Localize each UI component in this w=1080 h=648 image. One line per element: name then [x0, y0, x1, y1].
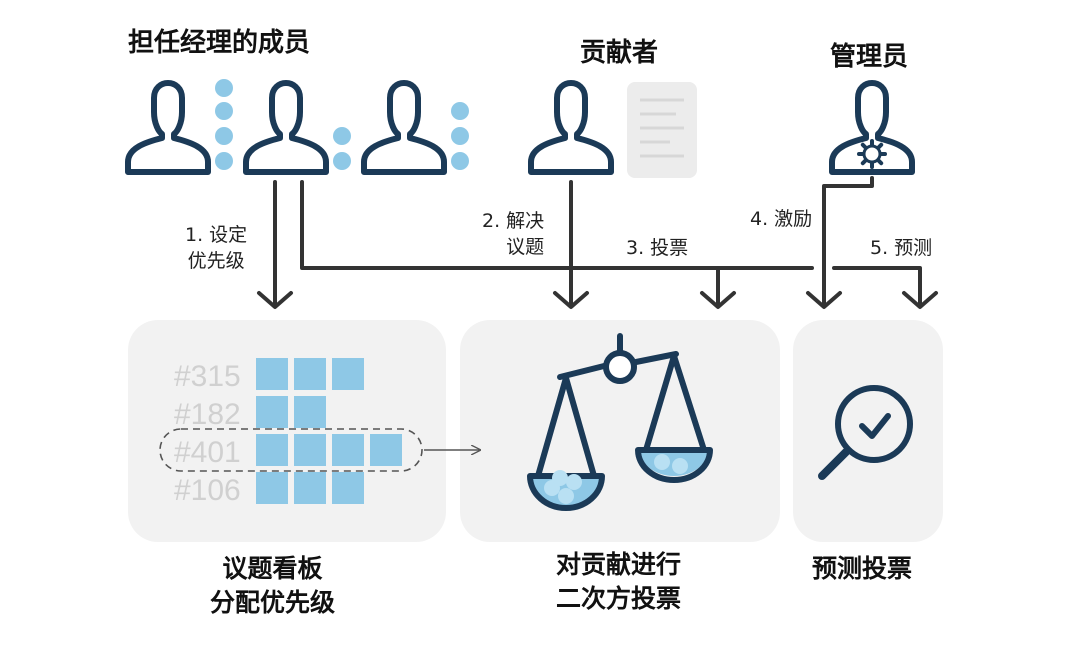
accent-dot — [451, 152, 469, 170]
accent-dot — [215, 79, 233, 97]
board-caption: 议题看板 分配优先级 — [210, 552, 335, 620]
issue-board-panel — [128, 320, 446, 542]
step-4-arrowhead — [806, 291, 842, 309]
coin — [654, 454, 670, 470]
step-5-label: 5. 预测 — [870, 237, 933, 259]
step-3-label: 3. 投票 — [626, 237, 689, 259]
contributor-label: 贡献者 — [580, 38, 659, 68]
document-icon — [627, 82, 697, 178]
priority-block — [332, 358, 364, 390]
manager-person-icon — [125, 80, 211, 175]
priority-block — [332, 472, 364, 504]
manager-vote-connector — [300, 180, 814, 270]
step-5-arrowhead — [902, 291, 938, 309]
balance-scale-icon — [527, 333, 713, 511]
step-4-label: 4. 激励 — [750, 208, 813, 230]
coin — [558, 488, 574, 504]
step-5-connector — [832, 266, 922, 307]
accent-dot — [451, 127, 469, 145]
magnifier-check-icon — [818, 385, 913, 480]
accent-dot — [215, 152, 233, 170]
predict-caption: 预测投票 — [812, 554, 913, 583]
step-1-label: 1. 设定 优先级 — [185, 222, 248, 274]
issue-id-label: #401 — [174, 436, 241, 469]
priority-block — [256, 434, 288, 466]
priority-block — [294, 358, 326, 390]
contributor-person-icon — [528, 80, 614, 175]
coin — [672, 458, 688, 474]
issue-id-label: #106 — [174, 474, 241, 507]
step-4-connector — [822, 176, 874, 307]
board-caption-line2: 分配优先级 — [210, 588, 336, 617]
priority-block — [294, 434, 326, 466]
managers-label: 担任经理的成员 — [128, 28, 311, 58]
coin — [552, 470, 568, 486]
accent-dot — [333, 127, 351, 145]
admin-label: 管理员 — [830, 42, 909, 72]
admin-person-icon — [829, 80, 915, 175]
accent-dot — [333, 152, 351, 170]
priority-block — [370, 434, 402, 466]
step-1-arrowhead — [257, 291, 293, 309]
step-1-line2: 优先级 — [187, 250, 245, 272]
board-caption-line1: 议题看板 — [222, 554, 323, 583]
priority-block — [256, 472, 288, 504]
issue-id-label: #182 — [174, 398, 241, 431]
manager-person-icon — [243, 80, 329, 175]
priority-block — [256, 396, 288, 428]
priority-block — [294, 472, 326, 504]
step-2-line1: 2. 解决 — [482, 210, 545, 232]
vote-caption: 对贡献进行 二次方投票 — [556, 548, 681, 616]
coin — [566, 474, 582, 490]
highlighted-issue-outline — [159, 428, 423, 472]
step-2-line2: 议题 — [506, 236, 545, 258]
gear-icon — [857, 139, 887, 169]
accent-dot — [215, 127, 233, 145]
accent-dot — [451, 102, 469, 120]
priority-block — [256, 358, 288, 390]
step-2-arrowhead — [553, 291, 589, 309]
step-2-label: 2. 解决 议题 — [482, 208, 544, 260]
manager-person-icon — [361, 80, 447, 175]
accent-dot — [215, 102, 233, 120]
priority-block — [294, 396, 326, 428]
step-3-arrowhead — [700, 291, 736, 309]
step-1-line1: 1. 设定 — [185, 224, 248, 246]
priority-block — [332, 434, 364, 466]
vote-caption-line2: 二次方投票 — [556, 584, 682, 613]
issue-id-label: #315 — [174, 360, 241, 393]
vote-caption-line1: 对贡献进行 — [556, 550, 682, 579]
